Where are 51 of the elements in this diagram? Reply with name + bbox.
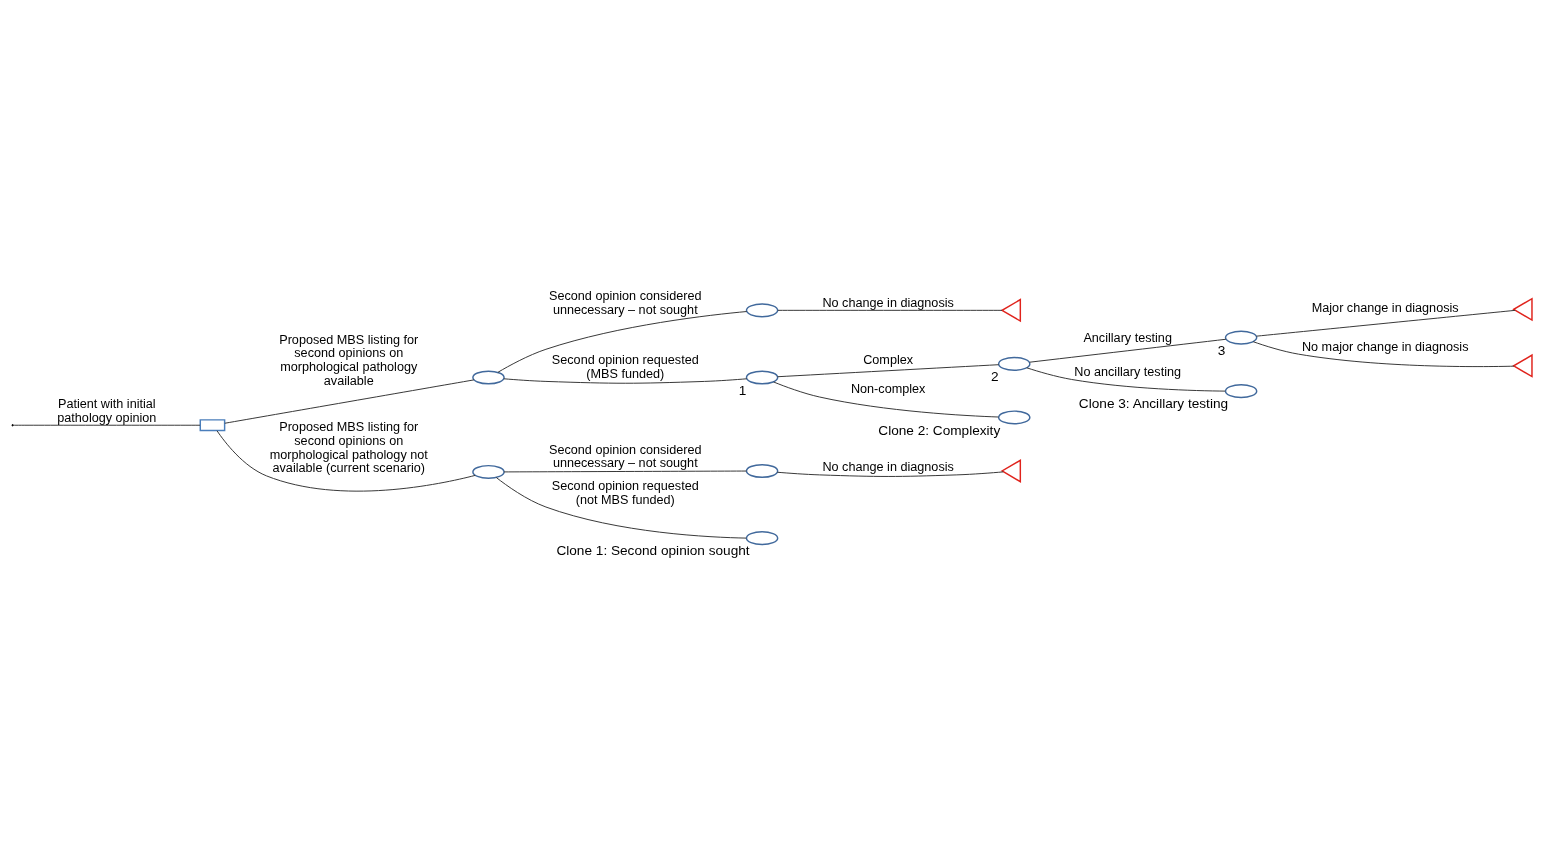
connector <box>503 470 747 472</box>
node-ellipse <box>745 463 779 478</box>
edge-label: No change in diagnosis <box>822 459 954 474</box>
connector <box>1256 309 1516 337</box>
edge-label: Major change in diagnosis <box>1311 300 1459 315</box>
node-label: Clone 2: Complexity <box>878 422 1001 438</box>
node-ellipse <box>1224 383 1258 398</box>
connector <box>224 378 475 424</box>
edge-label: Second opinion considered unnecessary – not sought <box>549 442 702 470</box>
edge-label: No ancillary testing <box>1074 364 1182 379</box>
node-triangle <box>1512 353 1533 378</box>
node-ellipse <box>745 369 779 385</box>
connector <box>495 476 747 539</box>
node-label: Clone 1: Second opinion sought <box>556 542 750 558</box>
edge-label: Complex <box>863 352 914 367</box>
edge-label: Proposed MBS listing for second opinions on morphological pathology available <box>279 332 419 388</box>
connector <box>1026 366 1226 392</box>
node-box <box>199 418 226 431</box>
edge-label: Patient with initial pathology opinion <box>57 396 157 425</box>
node-label: 1 <box>738 382 747 398</box>
node-ellipse <box>472 369 505 385</box>
node-ellipse <box>997 409 1031 424</box>
node-triangle <box>1512 296 1533 321</box>
edge-label: No change in diagnosis <box>822 295 954 310</box>
node-ellipse <box>997 356 1031 371</box>
edge-label: Proposed MBS listing for second opinions on morphological pathology not available (current scenario) <box>269 419 428 475</box>
node-label: 2 <box>990 368 999 384</box>
connector <box>776 470 1004 477</box>
connector <box>503 377 748 384</box>
connector <box>777 363 1000 377</box>
edge-label: Second opinion requested (MBS funded) <box>551 352 699 381</box>
connector <box>216 429 476 492</box>
node-label: 3 <box>1217 342 1226 358</box>
connector <box>13 424 201 426</box>
node-label: Clone 3: Ancillary testing <box>1078 395 1229 411</box>
connector <box>1029 338 1227 363</box>
edge-label: Second opinion requested (not MBS funded) <box>551 478 699 507</box>
node-triangle <box>1000 297 1022 322</box>
edge-label: Non-complex <box>850 381 926 396</box>
connector <box>777 309 1003 311</box>
connector <box>773 381 999 417</box>
node-triangle <box>1000 458 1022 483</box>
node-ellipse <box>745 302 779 317</box>
node-ellipse <box>472 464 505 479</box>
node-ellipse <box>1224 330 1258 345</box>
edge-label: Ancillary testing <box>1083 330 1172 345</box>
node-ellipse <box>745 530 779 545</box>
edge-label: No major change in diagnosis <box>1301 339 1469 354</box>
connector <box>1252 340 1515 367</box>
connector <box>497 310 748 373</box>
edge-label: Second opinion considered unnecessary – not sought <box>549 288 702 317</box>
